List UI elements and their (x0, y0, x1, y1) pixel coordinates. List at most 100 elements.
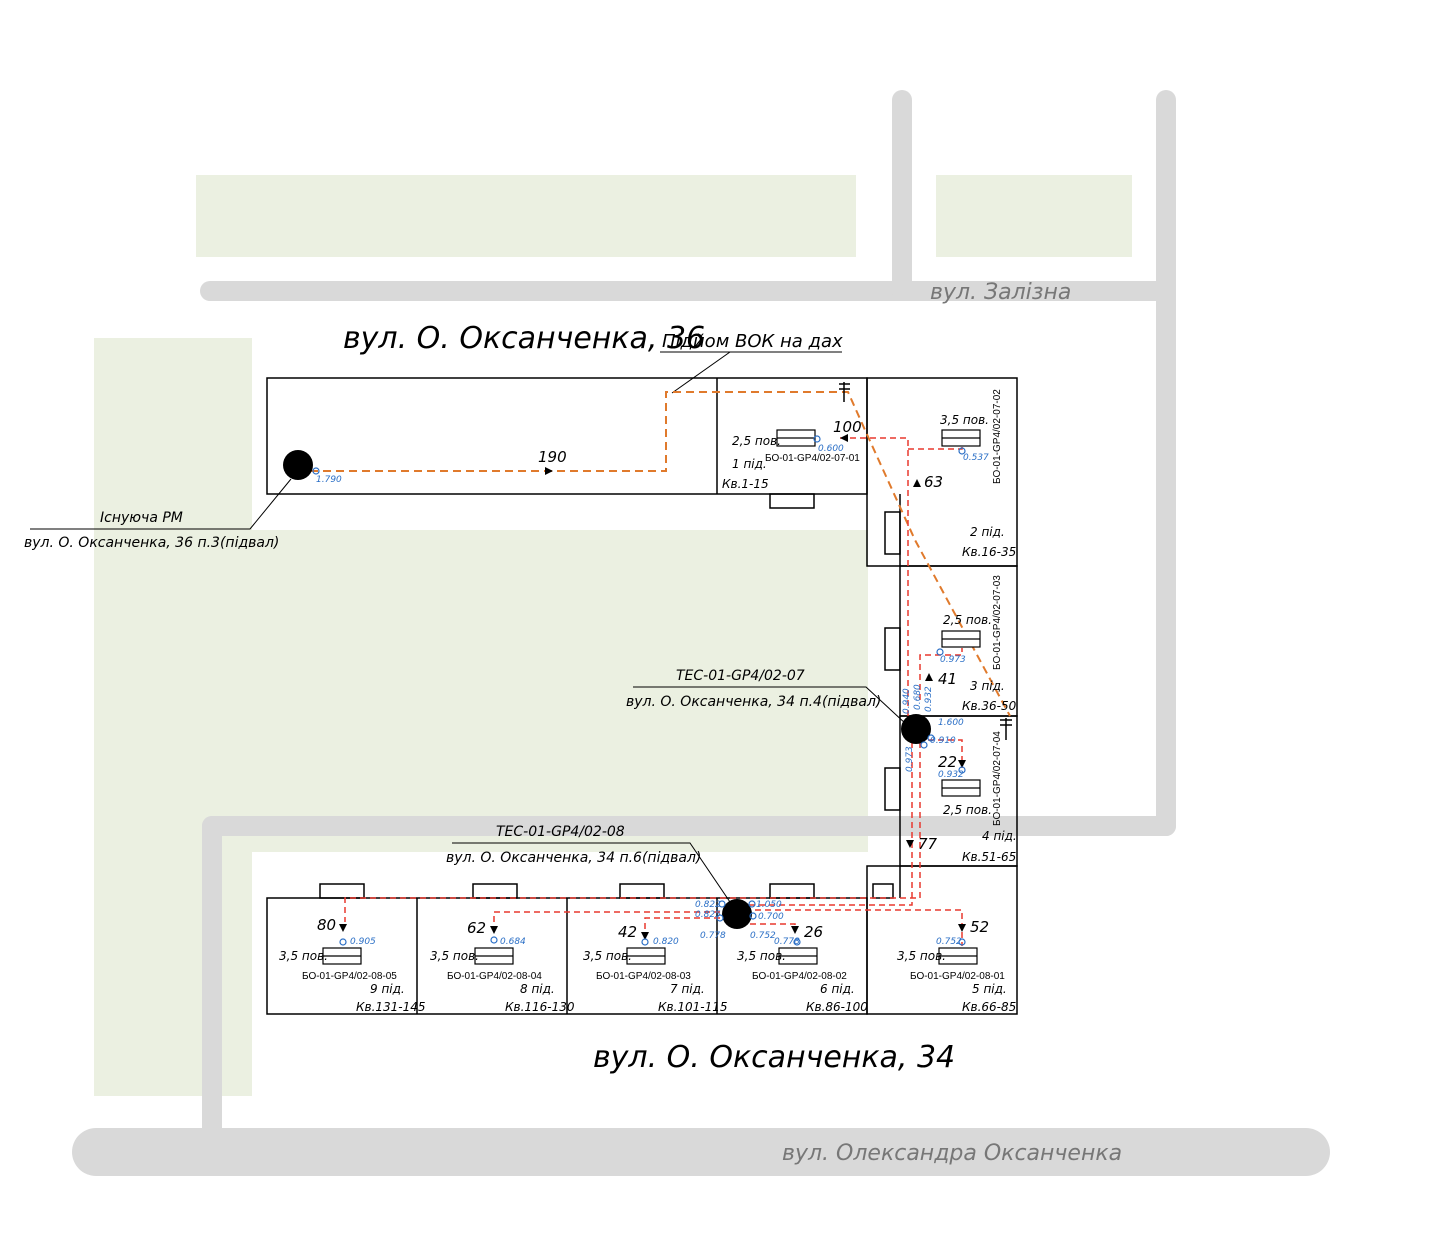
entrance-5-number: 5 під. (972, 982, 1007, 996)
entrance-4-floor: 2,5 пов. (943, 803, 992, 817)
tec-07-meter-d: 0.940 (902, 688, 912, 714)
tec-07-meter-f: 0.932 (924, 686, 934, 712)
green-area-left (94, 338, 252, 1096)
entrance-5-floor: 3,5 пов. (897, 949, 946, 963)
entrance-1-box: БО-01-GP4/02-07-01 (765, 453, 860, 464)
tec-08-meter-e: 0.822 (695, 900, 721, 910)
street-network (72, 90, 1330, 1176)
tec-08-node[interactable] (722, 899, 752, 929)
cable-length-41: 41 (938, 670, 957, 688)
roof-note: Підйом ВОК на дах (662, 331, 843, 352)
entrance-5-flats: Кв.66-85 (962, 1000, 1016, 1014)
cable-arrows (339, 434, 966, 940)
entrance-8-floor: 3,5 пов. (430, 949, 479, 963)
existing-rm-node[interactable] (283, 450, 313, 480)
entrance-3[interactable]: 2,5 пов. БО-01-GP4/02-07-03 3 під. Кв.36… (940, 575, 1017, 713)
entrance-3-flats: Кв.36-50 (962, 699, 1017, 713)
cable-length-80: 80 (317, 916, 336, 934)
entrance-6-floor: 3,5 пов. (737, 949, 786, 963)
tec-08-title: ТЕС-01-GP4/02-08 (496, 824, 625, 840)
cable-length-42: 42 (618, 923, 637, 941)
entrance-9-floor: 3,5 пов. (279, 949, 328, 963)
main-fiber-cable (310, 391, 1011, 717)
existing-rm-title: Існуюча РМ (100, 510, 183, 526)
cable-length-22: 22 (938, 753, 957, 771)
entrance-2-number: 2 під. (970, 525, 1005, 539)
entrance-1-flats: Кв.1-15 (722, 477, 769, 491)
entrance-7-flats: Кв.101-115 (658, 1000, 728, 1014)
entrance-2-flats: Кв.16-35 (962, 545, 1016, 559)
entrance-6-number: 6 під. (820, 982, 855, 996)
building-title-34: вул. О. Оксанченка, 34 (593, 1040, 955, 1075)
building-36 (266, 377, 868, 495)
entrance-4-flats: Кв.51-65 (962, 850, 1016, 864)
entrance-4[interactable]: 2,5 пов. БО-01-GP4/02-07-04 4 під. Кв.51… (938, 731, 1017, 864)
entrance-2-box: БО-01-GP4/02-07-02 (992, 389, 1003, 484)
tec-07-title: ТЕС-01-GP4/02-07 (676, 668, 805, 684)
tec-07-meter-a: 0.910 (930, 736, 956, 746)
entrance-6[interactable]: 3,5 пов. БО-01-GP4/02-08-02 6 під. Кв.86… (737, 937, 868, 1014)
tec-08-leader (452, 842, 731, 903)
entrance-4-box: БО-01-GP4/02-07-04 (992, 731, 1003, 826)
cable-length-26: 26 (804, 923, 823, 941)
entrance-4-meter: 0.932 (938, 770, 964, 780)
entrance-3-box: БО-01-GP4/02-07-03 (992, 575, 1003, 670)
tec-07-meter-c: 0.973 (905, 746, 915, 772)
distribution-cables (344, 437, 963, 946)
entrance-5[interactable]: 3,5 пов. БО-01-GP4/02-08-01 5 під. Кв.66… (897, 937, 1016, 1014)
building-title-36: вул. О. Оксанченка, 36 (343, 321, 705, 356)
tec-08-meter-d: 0.778 (700, 931, 726, 941)
entrance-7-box: БО-01-GP4/02-08-03 (596, 971, 691, 982)
roof-note-leader (671, 351, 731, 394)
tec-07-meter-b: 1.600 (938, 718, 964, 728)
cable-length-100: 100 (833, 418, 862, 436)
entrance-5-meter: 0.752 (936, 937, 962, 947)
distribution-boxes (322, 429, 981, 965)
rm-meter: 1.790 (316, 475, 342, 485)
entrance-8-meter: 0.684 (500, 937, 526, 947)
entrance-9-meter: 0.905 (350, 937, 376, 947)
entrance-7-meter: 0.820 (653, 937, 679, 947)
entrance-9-number: 9 під. (370, 982, 405, 996)
tec-07-meter-e: 0.680 (913, 684, 923, 710)
cable-length-63: 63 (924, 473, 943, 491)
entrance-1-number: 1 під. (732, 457, 767, 471)
tec-08-meter-f: 0.825 (695, 910, 721, 920)
entrance-3-number: 3 під. (970, 679, 1005, 693)
tec-08-address: вул. О. Оксанченка, 34 п.6(підвал) (446, 850, 701, 866)
existing-rm-address: вул. О. Оксанченка, 36 п.3(підвал) (24, 535, 279, 551)
cable-length-77: 77 (918, 835, 938, 853)
entrance-5-box: БО-01-GP4/02-08-01 (910, 971, 1005, 982)
entrance-2-meter: 0.537 (963, 453, 989, 463)
street-label-zalizna: вул. Залізна (930, 280, 1071, 305)
cable-length-52: 52 (970, 918, 989, 936)
entrance-3-meter: 0.973 (940, 655, 966, 665)
building-34 (266, 377, 1018, 1015)
entrance-6-flats: Кв.86-100 (806, 1000, 868, 1014)
green-area-top-left (196, 175, 856, 257)
entrance-1[interactable]: 2,5 пов. БО-01-GP4/02-07-01 1 під. Кв.1-… (722, 434, 860, 491)
green-area-center (252, 530, 868, 852)
cable-length-190: 190 (538, 448, 567, 466)
entrance-6-meter: 0.778 (774, 937, 800, 947)
roof-riser-symbol (839, 382, 1012, 740)
tec-08-meter-a: 1.050 (756, 900, 782, 910)
entrance-1-meter: 0.600 (818, 444, 844, 454)
main-cable-arrow (545, 467, 553, 475)
entrance-4-number: 4 під. (982, 829, 1017, 843)
entrance-7-floor: 3,5 пов. (583, 949, 632, 963)
entrance-9[interactable]: 3,5 пов. БО-01-GP4/02-08-05 9 під. Кв.13… (279, 937, 426, 1014)
entrance-2[interactable]: 3,5 пов. БО-01-GP4/02-07-02 2 під. Кв.16… (940, 389, 1016, 559)
entrance-8[interactable]: 3,5 пов. БО-01-GP4/02-08-04 8 під. Кв.11… (430, 937, 575, 1014)
tec-08-meter-c: 0.752 (750, 931, 776, 941)
meter-markers (312, 435, 966, 946)
street-label-oleksandra: вул. Олександра Оксанченка (782, 1141, 1122, 1166)
tec-08-meter-b: 0.700 (758, 912, 784, 922)
tec-07-node[interactable] (901, 714, 931, 744)
entrance-8-number: 8 під. (520, 982, 555, 996)
entrance-3-floor: 2,5 пов. (943, 613, 992, 627)
green-area-top-right (936, 175, 1132, 257)
entrance-7-number: 7 під. (670, 982, 705, 996)
entrance-7[interactable]: 3,5 пов. БО-01-GP4/02-08-03 7 під. Кв.10… (583, 937, 728, 1014)
